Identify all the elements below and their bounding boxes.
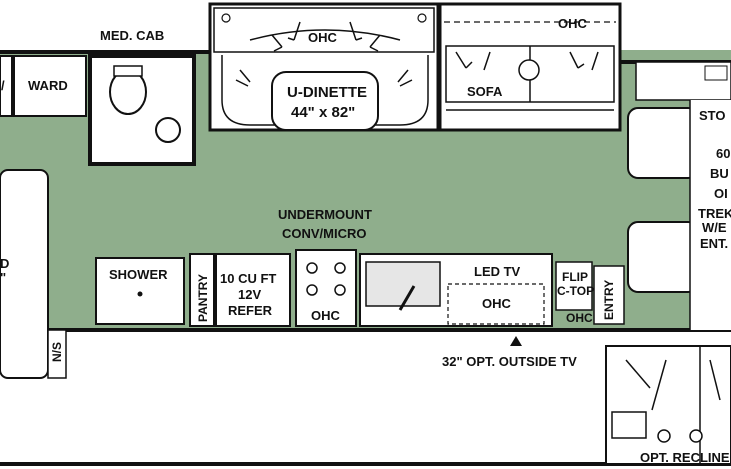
ns-box xyxy=(47,329,67,379)
label-recliner: OPT. RECLINER xyxy=(640,450,731,465)
label-c-top: C-TOP xyxy=(557,284,594,298)
label-undermount: UNDERMOUNT xyxy=(278,207,372,222)
label-ohc-entry: OHC xyxy=(566,311,593,325)
recliner-box xyxy=(605,345,731,465)
dinette-inner-curve xyxy=(249,29,401,41)
shower xyxy=(95,257,185,325)
sink-faucet xyxy=(398,285,416,311)
label-pantry: PANTRY xyxy=(196,274,210,322)
label-sofa: SOFA xyxy=(467,84,503,99)
label-ohc-dinette: OHC xyxy=(308,30,338,45)
kitchen-sink xyxy=(365,261,441,307)
flip-countertop xyxy=(555,261,593,311)
cab-seat-bottom xyxy=(627,221,699,293)
dinette-light-left xyxy=(221,13,231,23)
dinette-light-right xyxy=(417,13,427,23)
label-conv-micro: CONV/MICRO xyxy=(282,226,367,241)
wardrobe xyxy=(13,55,87,117)
label-shower: SHOWER xyxy=(109,267,168,282)
label-ohc-sofa: OHC xyxy=(558,16,588,31)
recliner-knob-1 xyxy=(657,429,671,443)
label-ns: N/S xyxy=(50,342,64,362)
label-tv-note-1: 60 xyxy=(716,146,730,161)
label-tv-note-2: BU xyxy=(710,166,729,181)
recliner-knob-2 xyxy=(689,429,703,443)
dinette-table xyxy=(271,71,379,131)
label-ohc-kitchen: OHC xyxy=(482,296,512,311)
label-refer-2: 12V xyxy=(238,287,261,302)
label-refer-1: 10 CU FT xyxy=(220,271,276,286)
shower-drain xyxy=(137,291,143,297)
stove-corner xyxy=(704,65,728,81)
cab-panel xyxy=(690,100,731,330)
label-tv-note-3: OI xyxy=(714,186,728,201)
range xyxy=(295,249,357,327)
label-refer-3: REFER xyxy=(228,303,273,318)
label-stove-fragment: STO xyxy=(699,108,726,123)
label-u-dinette: U-DINETTE xyxy=(287,84,367,101)
label-bed-fragment-2: " xyxy=(0,270,6,285)
label-ohc-range: OHC xyxy=(311,308,341,323)
outside-tv-marker xyxy=(510,336,522,346)
label-bed-fragment-1: D xyxy=(0,256,9,271)
bed xyxy=(0,169,49,379)
label-tv-note-5: W/E xyxy=(702,220,727,235)
kitchen-ohc-box xyxy=(447,283,545,325)
label-outside-tv: 32" OPT. OUTSIDE TV xyxy=(442,354,577,369)
sofa-child-seat xyxy=(518,59,540,81)
label-tv-note-6: ENT. xyxy=(700,236,728,251)
label-u-dinette-size: 44" x 82" xyxy=(291,104,355,121)
recliner-footrest xyxy=(611,411,647,439)
label-flip: FLIP xyxy=(562,270,588,284)
toilet-tank xyxy=(113,65,143,77)
sofa-seatbelt-marks xyxy=(455,51,599,71)
label-tv-note-4: TREK xyxy=(698,206,731,221)
range-burners xyxy=(306,262,346,296)
recliner-marks xyxy=(625,359,721,411)
sink xyxy=(155,117,181,143)
label-ward-fragment: / xyxy=(1,78,5,93)
label-med-cab: MED. CAB xyxy=(100,28,164,43)
label-ward: WARD xyxy=(28,78,68,93)
label-led-tv: LED TV xyxy=(474,264,521,279)
wardrobe-left xyxy=(0,55,13,117)
label-entry: ENTRY xyxy=(602,280,616,320)
dinette-seatbelt-marks xyxy=(235,21,413,87)
pantry xyxy=(189,253,215,327)
cab-seat-top xyxy=(627,107,699,179)
refrigerator xyxy=(215,253,291,327)
entry-step xyxy=(593,265,625,325)
